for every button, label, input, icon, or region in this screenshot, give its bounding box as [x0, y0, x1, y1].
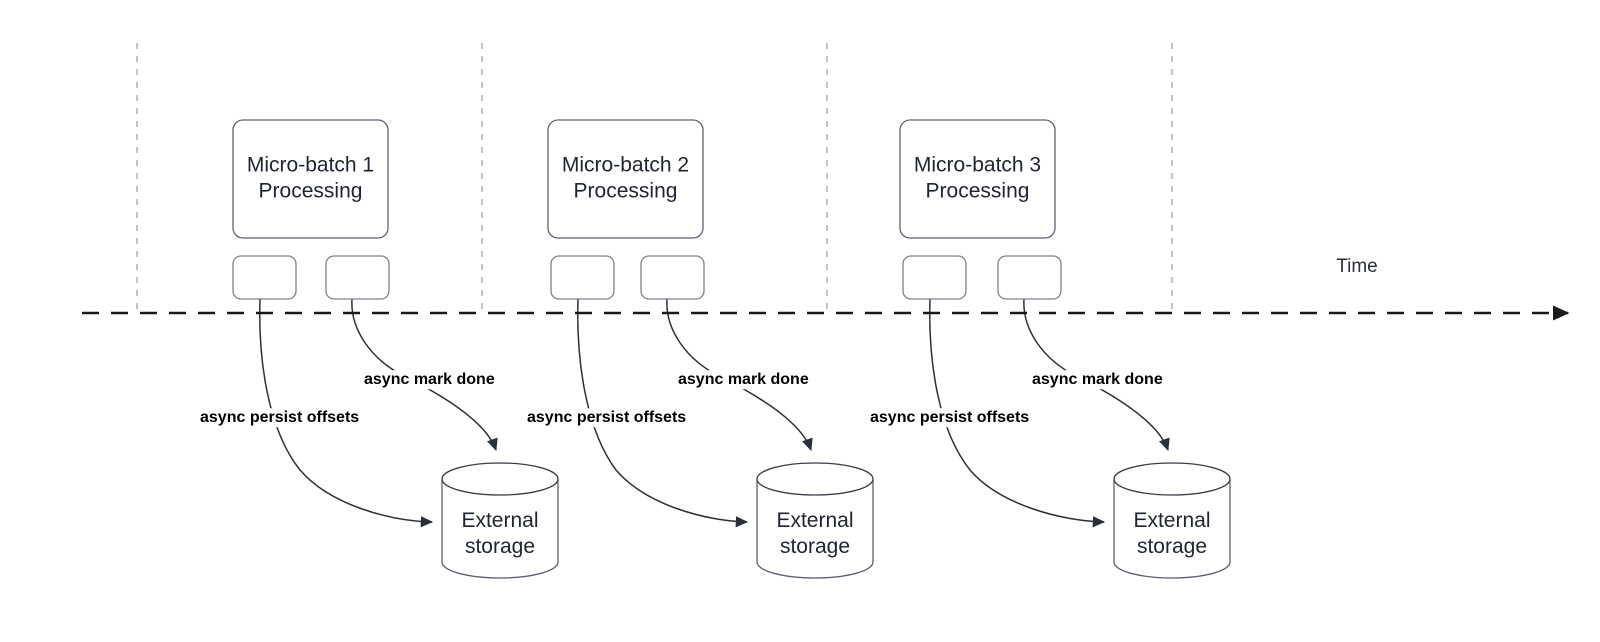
storage-label-line2: storage: [465, 535, 535, 558]
mark-done-edge-label-backdrop: [360, 370, 499, 390]
mark-done-edge-label-backdrop: [1028, 370, 1167, 390]
mark-done-task-box[interactable]: [325, 255, 390, 300]
micro-batch-title: Micro-batch 2: [562, 154, 689, 177]
edge-labels-group: async persist offsets async mark done asyn…: [196, 370, 1167, 428]
persist-offsets-edge-label-backdrop: [523, 408, 691, 428]
persist-offsets-edge: [259, 298, 434, 528]
persist-task-box[interactable]: [902, 255, 967, 300]
mark-done-edge-label: async mark done: [1032, 371, 1163, 388]
storage-label-line1: External: [1133, 509, 1210, 532]
micro-batch-processing-node[interactable]: Micro-batch 1 Processing: [232, 119, 389, 239]
external-storage-node[interactable]: External storage: [441, 462, 559, 579]
external-storage-node[interactable]: External storage: [1113, 462, 1231, 579]
persist-offsets-edge-label-backdrop: [196, 408, 364, 428]
time-axis-group: Time: [82, 256, 1570, 321]
micro-batch-box: [547, 119, 704, 239]
storage-cylinder-body: [756, 478, 874, 579]
micro-batch-processing-node[interactable]: Micro-batch 2 Processing: [547, 119, 704, 239]
micro-batch-title: Micro-batch 3: [914, 154, 1041, 177]
storage-cylinder-body: [1113, 478, 1231, 579]
micro-batch-processing-node[interactable]: Micro-batch 3 Processing: [899, 119, 1056, 239]
mark-done-task-box[interactable]: [640, 255, 705, 300]
mark-done-edge-label: async mark done: [364, 371, 495, 388]
persist-offsets-edge-label-backdrop: [866, 408, 1034, 428]
persist-offsets-edge: [929, 298, 1106, 528]
mark-done-task-box[interactable]: [997, 255, 1062, 300]
persist-offsets-edge-label: async persist offsets: [870, 409, 1029, 426]
persist-task-box[interactable]: [232, 255, 297, 300]
storage-cylinder-top: [1113, 462, 1231, 496]
micro-batch-box: [232, 119, 389, 239]
micro-batch-title: Micro-batch 1: [247, 154, 374, 177]
micro-batch-subtitle: Processing: [574, 180, 678, 203]
time-axis-label: Time: [1336, 256, 1378, 277]
micro-batch-box: [899, 119, 1056, 239]
persist-offsets-edge-label: async persist offsets: [200, 409, 359, 426]
storage-label-line1: External: [461, 509, 538, 532]
micro-batch-subtitle: Processing: [259, 180, 363, 203]
persist-task-box[interactable]: [550, 255, 615, 300]
storage-cylinder-top: [441, 462, 559, 496]
storage-cylinder-top: [756, 462, 874, 496]
storage-label-line1: External: [776, 509, 853, 532]
storage-label-line2: storage: [780, 535, 850, 558]
micro-batch-subtitle: Processing: [926, 180, 1030, 203]
storage-label-line2: storage: [1137, 535, 1207, 558]
mark-done-edge-label-backdrop: [674, 370, 813, 390]
persist-offsets-edge-label: async persist offsets: [527, 409, 686, 426]
storage-cylinder-body: [441, 478, 559, 579]
mark-done-edge-label: async mark done: [678, 371, 809, 388]
external-storage-node[interactable]: External storage: [756, 462, 874, 579]
persist-offsets-edge: [577, 298, 749, 528]
